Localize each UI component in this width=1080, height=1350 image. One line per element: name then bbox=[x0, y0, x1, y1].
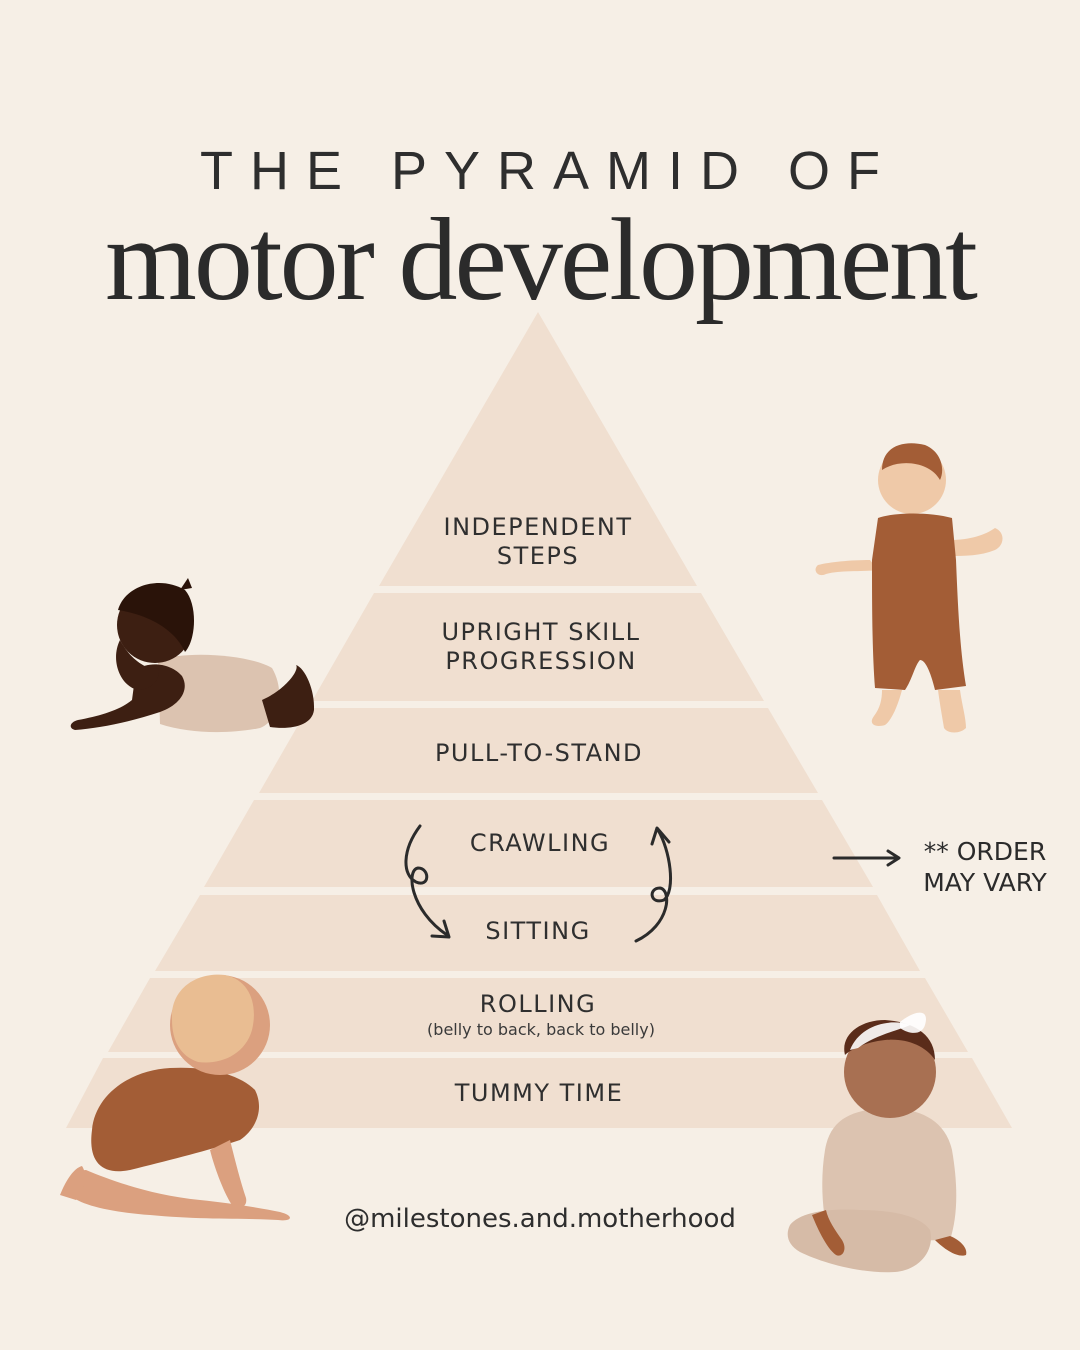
title-line-2: motor development bbox=[105, 194, 978, 325]
pyramid-level-1-shape bbox=[379, 312, 697, 586]
pyramid-label-rolling: ROLLING bbox=[479, 990, 597, 1018]
pyramid-label-sitting: SITTING bbox=[485, 917, 591, 945]
curved-arrow-down-head bbox=[430, 919, 451, 939]
pyramid-label-crawling: CRAWLING bbox=[469, 829, 611, 857]
pyramid-label-upright-skill: UPRIGHT SKILL PROGRESSION bbox=[441, 618, 641, 675]
footer-handle: @milestones.and.motherhood bbox=[344, 1204, 736, 1234]
pyramid-level-7-shape bbox=[66, 1058, 1012, 1128]
curved-arrow-down bbox=[404, 824, 449, 937]
note-arrow-head bbox=[886, 849, 901, 867]
pyramid-level-3-shape bbox=[259, 708, 818, 793]
pyramid-level-4-shape bbox=[204, 800, 873, 887]
baby-tummy-illustration bbox=[70, 578, 315, 733]
pyramid-level-6-shape bbox=[108, 978, 968, 1052]
curved-arrow-up-head bbox=[650, 826, 671, 846]
baby-crawling-illustration bbox=[60, 974, 290, 1221]
order-may-vary-note: ** ORDER MAY VARY bbox=[923, 837, 1047, 897]
curved-arrow-up bbox=[634, 828, 672, 943]
pyramid-label-tummy-time: TUMMY TIME bbox=[454, 1079, 624, 1107]
baby-sitting-illustration bbox=[787, 1012, 967, 1273]
pyramid-label-independent-steps: INDEPENDENT STEPS bbox=[443, 513, 633, 570]
pyramid-label-pull-to-stand: PULL-TO-STAND bbox=[434, 739, 644, 767]
pyramid-sublabel-rolling: (belly to back, back to belly) bbox=[427, 1020, 655, 1039]
pyramid-level-5-shape bbox=[155, 895, 920, 971]
pyramid-level-2-shape bbox=[312, 593, 764, 701]
baby-standing-illustration bbox=[815, 443, 1003, 733]
title-line-1: THE PYRAMID OF bbox=[199, 141, 898, 201]
